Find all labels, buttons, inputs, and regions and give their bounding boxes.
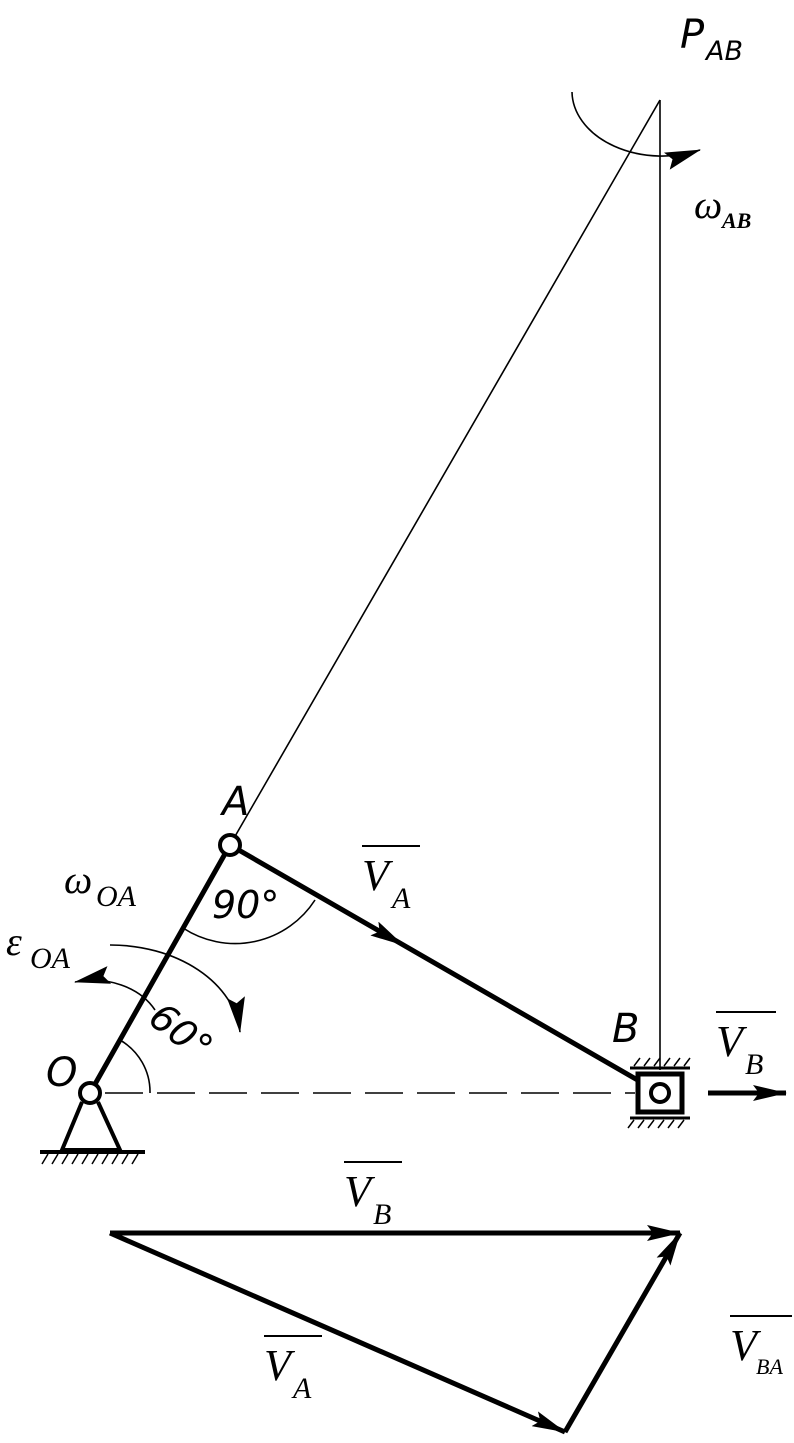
label-v-b-sub: B <box>745 1048 763 1081</box>
link-oa <box>87 842 233 1096</box>
fixed-support-o <box>40 1101 145 1165</box>
angle-90-arc <box>182 899 316 945</box>
label-tri-v-b-sub: B <box>373 1198 391 1231</box>
joint-a <box>218 833 242 857</box>
angle-60-arc <box>119 1039 151 1094</box>
omega-ab-arc <box>571 91 701 170</box>
triangle-v-a <box>108 1230 567 1435</box>
label-omega-ab-sub: AB <box>720 208 751 233</box>
label-v-a-sub: A <box>390 882 411 915</box>
label-point-o: O <box>46 1050 77 1096</box>
label-eps-oa-sub: OA <box>30 942 71 975</box>
joint-o <box>78 1081 102 1105</box>
label-v-b: V <box>716 1017 748 1066</box>
label-tri-v-ba-sub: BA <box>756 1354 783 1379</box>
label-tri-v-b: V <box>344 1167 376 1216</box>
label-p-ab-sub: AB <box>704 36 743 67</box>
label-omega-ab: ω <box>694 182 722 227</box>
label-angle-60: 60° <box>141 994 221 1070</box>
link-ab <box>227 842 663 1096</box>
label-point-a: A <box>219 779 249 825</box>
label-eps-oa: ε <box>6 919 22 964</box>
omega-oa-arc <box>109 944 245 1033</box>
triangle-v-ba <box>562 1231 683 1434</box>
label-angle-90: 90° <box>212 883 279 927</box>
label-point-b: B <box>612 1006 639 1052</box>
label-v-a: V <box>362 851 394 900</box>
label-omega-oa-sub: OA <box>96 880 137 913</box>
label-tri-v-a: V <box>264 1341 296 1390</box>
label-p-ab: P <box>680 12 705 58</box>
line-a-to-pab <box>229 99 661 846</box>
label-tri-v-ba: V <box>730 1321 762 1370</box>
label-tri-v-a-sub: A <box>291 1372 312 1405</box>
eps-oa-arc <box>74 966 156 1011</box>
label-omega-oa: ω <box>64 857 92 902</box>
slider-b <box>627 1057 691 1129</box>
